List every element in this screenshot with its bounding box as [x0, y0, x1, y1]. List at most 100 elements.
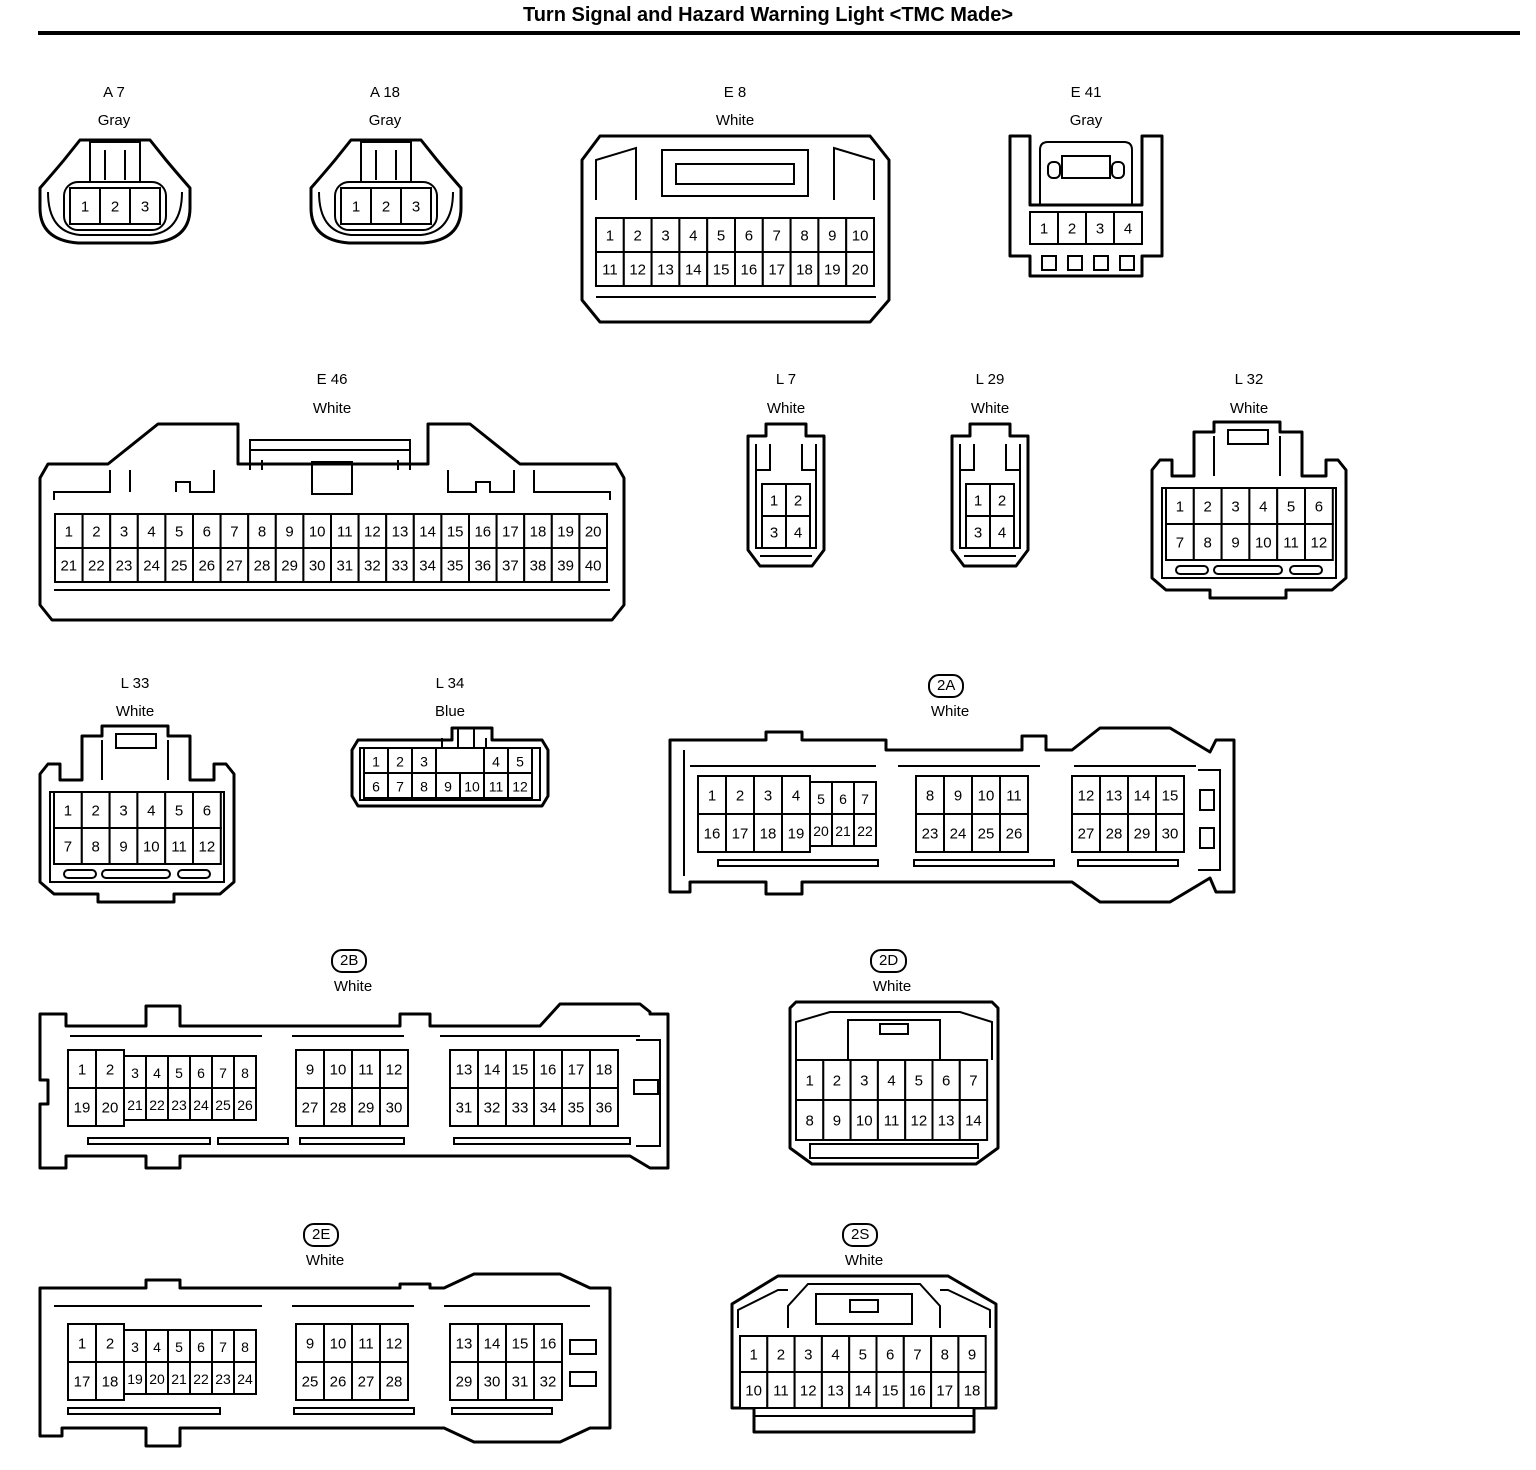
connector-2s-pin-label: 14: [855, 1383, 872, 1400]
connector-2a-pin-label: 28: [1106, 826, 1123, 843]
connector-2e-pin-label: 27: [358, 1374, 375, 1391]
connector-a18-pin-label: 2: [382, 199, 390, 216]
connector-2d-pin-label: 5: [915, 1073, 923, 1090]
connector-2s-pin-label: 5: [859, 1347, 867, 1364]
connector-e8-pin-label: 13: [657, 262, 674, 279]
connector-2b-pin-cell: [233, 1087, 257, 1121]
connector-l34-pin-label: 11: [489, 779, 504, 795]
connector-e46-pin-label: 38: [530, 558, 547, 575]
connector-l32-id: L 32: [1234, 371, 1264, 388]
connector-2b-pin-cell: [449, 1087, 479, 1127]
connector-2e-pin-label: 7: [219, 1339, 227, 1355]
connector-2d-pin-label: 8: [805, 1113, 813, 1130]
connector-e8-pin-label: 7: [773, 228, 781, 245]
connector-e46-pin-label: 36: [474, 558, 491, 575]
connector-2d-pin-label: 1: [805, 1073, 813, 1090]
connector-2s-pin-cell: [957, 1371, 987, 1409]
connector-2b-pin-label: 20: [102, 1100, 119, 1117]
connector-l33-pin-label: 2: [92, 803, 100, 820]
connector-e8-pin-label: 20: [852, 262, 869, 279]
connector-2a-pin-label: 4: [792, 788, 800, 805]
connector-2b-pin-label: 30: [386, 1100, 403, 1117]
connector-e41-id: E 41: [1070, 84, 1102, 101]
connector-l34-pin-cell: [459, 772, 485, 799]
connector-e8-pin-cell: [761, 217, 792, 253]
connector-2a-pin-label: 18: [760, 826, 777, 843]
connector-l32-pin-label: 6: [1315, 499, 1323, 516]
connector-e8-pin-label: 11: [602, 262, 618, 279]
connector-e46-pin-cell: [109, 513, 139, 549]
connector-e8-pin-cell: [622, 251, 653, 287]
connector-e46-pin-label: 5: [175, 524, 183, 541]
connector-l33-pin-cell: [164, 791, 194, 829]
connector-2b-pin-label: 27: [302, 1100, 319, 1117]
connector-2b-pin-label: 23: [171, 1097, 187, 1113]
connector-e46-pin-label: 4: [147, 524, 155, 541]
connector-e46-pin-cell: [357, 513, 388, 549]
connector-2e-pin-cell: [323, 1323, 353, 1363]
connector-2e-pin-cell: [323, 1361, 353, 1401]
connector-2s-pin-cell: [875, 1335, 905, 1373]
connector-e46-pin-label: 24: [143, 558, 160, 575]
connector-2e-pin-label: 13: [456, 1336, 473, 1353]
connector-l32-pin-label: 12: [1311, 535, 1328, 552]
connector-e46-pin-label: 25: [171, 558, 188, 575]
connector-e46-pin-label: 17: [502, 524, 519, 541]
connector-2s-color: White: [844, 1252, 884, 1269]
connector-e46-pin-label: 18: [530, 524, 547, 541]
connector-2a-pin-cell: [853, 813, 877, 847]
connector-e46-pin-label: 32: [364, 558, 381, 575]
connector-2a-pin-label: 2: [736, 788, 744, 805]
connector-l32-pin-cell: [1220, 523, 1251, 561]
connector-2b-pin-label: 3: [131, 1065, 139, 1081]
connector-2a-pin-label: 7: [861, 791, 869, 807]
connector-e46-pin-label: 2: [92, 524, 100, 541]
connector-2a-pin-label: 1: [708, 788, 716, 805]
connector-2e-pin-label: 16: [540, 1336, 557, 1353]
connector-e8-pin-label: 3: [661, 228, 669, 245]
connector-l34-pin-cell: [387, 772, 413, 799]
connector-e46-pin-label: 30: [309, 558, 326, 575]
connector-2s-pin-cell: [739, 1371, 769, 1409]
connector-2s-pin-cell: [820, 1371, 851, 1409]
connector-2a-pin-cell: [1155, 813, 1185, 853]
connector-l32-pin-label: 1: [1176, 499, 1184, 516]
connector-e8-pin-cell: [734, 217, 764, 253]
connector-2a-pin-label: 13: [1106, 788, 1123, 805]
connector-l34-pin-label: 1: [372, 754, 380, 770]
connector-e46-pin-cell: [550, 547, 581, 583]
connector-l33-pin-cell: [108, 791, 139, 829]
connector-2e-pin-cell: [449, 1361, 479, 1401]
connector-2d-pin-label: 12: [911, 1113, 928, 1130]
connector-2a-pin-label: 24: [950, 826, 967, 843]
connector-l32-pin-cell: [1304, 487, 1334, 525]
connector-e46-pin-label: 10: [309, 524, 326, 541]
connector-2e-pin-label: 9: [306, 1336, 314, 1353]
connector-e46-pin-label: 33: [392, 558, 409, 575]
connector-2e-pin-label: 20: [149, 1371, 165, 1387]
connector-l32-pin-label: 3: [1231, 499, 1239, 516]
connector-l34-pin-cell: [387, 747, 413, 774]
connector-2b-pin-label: 10: [330, 1062, 347, 1079]
connector-e46-pin-cell: [219, 547, 250, 583]
connector-e41-pin-label: 1: [1040, 221, 1048, 238]
connector-e46-pin-cell: [54, 547, 84, 583]
connector-l32-pin-cell: [1248, 487, 1279, 525]
connector-2e-pin-label: 25: [302, 1374, 319, 1391]
connector-e46-pin-label: 9: [285, 524, 293, 541]
connector-2d-pin-label: 10: [856, 1113, 873, 1130]
connector-l33-color: White: [115, 703, 155, 720]
connector-2e-body: [38, 1272, 612, 1448]
connector-l29-pin-label: 3: [974, 525, 982, 542]
connector-2a-pin-label: 8: [926, 788, 934, 805]
connector-2s-pin-cell: [820, 1335, 851, 1373]
connector-a7-id: A 7: [103, 84, 125, 101]
connector-2d-pin-cell: [876, 1059, 907, 1101]
connector-l7-id: L 7: [775, 371, 797, 388]
connector-2s-pin-label: 9: [968, 1347, 976, 1364]
